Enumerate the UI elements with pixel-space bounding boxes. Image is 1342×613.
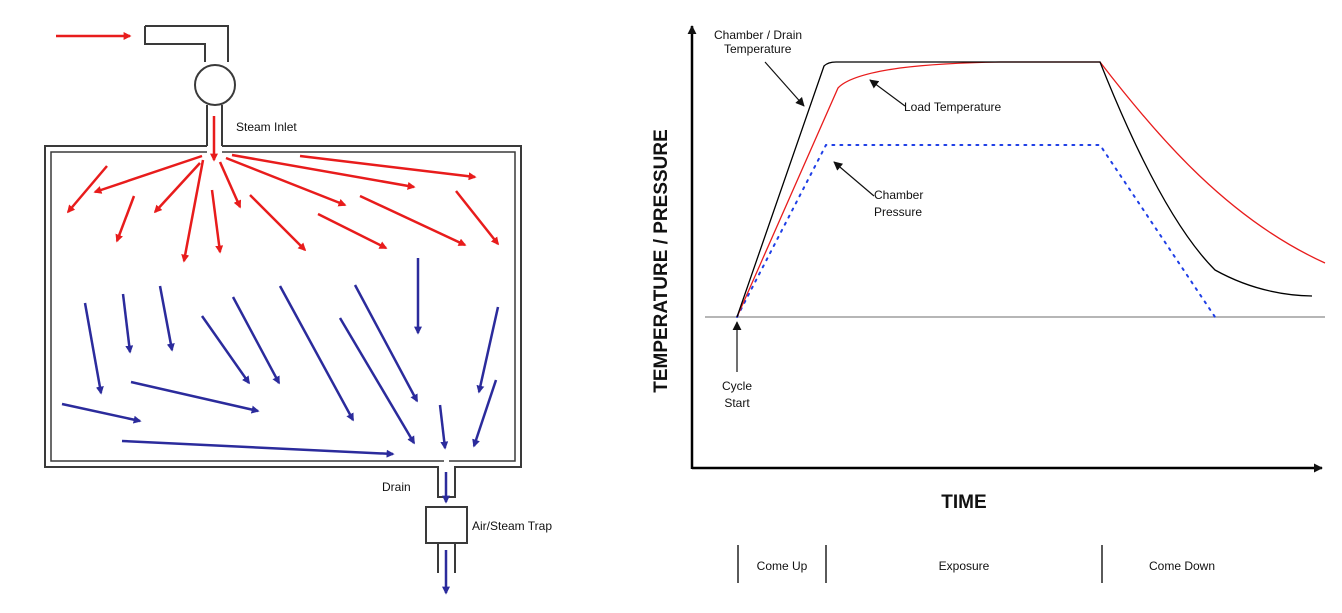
steam-inlet-pipe <box>144 25 236 146</box>
phase-come-up: Come Up <box>757 559 808 573</box>
annotation-chamber-pressure-line2: Pressure <box>874 205 922 219</box>
steam-arrow <box>153 162 201 214</box>
steam-arrow <box>231 153 416 190</box>
annotation-cycle-start-line2: Start <box>724 396 750 410</box>
y-axis-title: TEMPERATURE / PRESSURE <box>651 129 672 393</box>
steam-arrow <box>93 154 203 194</box>
annotation-arrow-load-temperature <box>869 79 906 107</box>
steam-arrow <box>317 212 388 250</box>
air-arrow <box>278 285 355 422</box>
cycle-chart: TEMPERATURE / PRESSURE TIME Chamber / Dr… <box>651 25 1326 583</box>
steam-arrow <box>249 194 307 252</box>
annotation-load-temperature: Load Temperature <box>904 100 1002 114</box>
phase-bar: Come Up Exposure Come Down <box>737 545 1215 583</box>
annotation-arrow-chamber-drain <box>764 61 805 107</box>
air-arrow <box>83 302 104 395</box>
air-arrow <box>158 285 175 352</box>
air-arrow <box>353 284 419 403</box>
air-arrow <box>200 315 251 385</box>
air-arrow <box>130 380 260 414</box>
air-arrow <box>438 404 449 450</box>
chamber-pressure-curve <box>736 144 1216 318</box>
x-axis-title: TIME <box>941 492 986 513</box>
air-arrow <box>61 402 142 424</box>
steam-flow-arrows <box>66 116 499 263</box>
air-arrow <box>231 296 281 385</box>
chamber-outer-wall <box>44 145 522 498</box>
steam-arrow <box>225 156 347 207</box>
chamber-inner-wall <box>50 151 516 462</box>
steam-arrow <box>299 154 477 181</box>
chamber-drain-temperature-curve <box>736 61 1313 318</box>
drain-label: Drain <box>382 480 411 494</box>
steam-inlet-label: Steam Inlet <box>236 120 297 134</box>
steam-arrow <box>359 194 467 247</box>
air-arrow <box>121 439 395 458</box>
steam-arrow <box>210 189 224 254</box>
annotation-chamber-drain-line2: Temperature <box>724 42 792 56</box>
steam-arrow <box>218 161 242 209</box>
air-arrow <box>121 293 134 354</box>
air-arrow <box>476 306 500 394</box>
annotation-cycle-start-line1: Cycle <box>722 379 752 393</box>
steam-arrow <box>181 159 205 263</box>
valve-icon <box>194 64 236 106</box>
annotation-chamber-drain-line1: Chamber / Drain <box>714 28 802 42</box>
steam-arrow <box>455 190 499 246</box>
load-temperature-curve <box>736 61 1326 318</box>
steam-arrow <box>66 165 108 214</box>
phase-exposure: Exposure <box>939 559 990 573</box>
drain-pipe <box>425 472 468 595</box>
air-arrow <box>338 317 416 445</box>
air-steam-trap <box>425 506 468 544</box>
trap-label: Air/Steam Trap <box>472 519 552 533</box>
air-flow-arrows <box>61 258 500 458</box>
autoclave-diagram: Steam Inlet <box>44 25 552 595</box>
phase-come-down: Come Down <box>1149 559 1215 573</box>
annotation-chamber-pressure-line1: Chamber <box>874 188 923 202</box>
steam-arrow <box>115 195 136 243</box>
annotation-arrow-chamber-pressure <box>833 161 875 197</box>
air-arrow <box>472 379 498 448</box>
